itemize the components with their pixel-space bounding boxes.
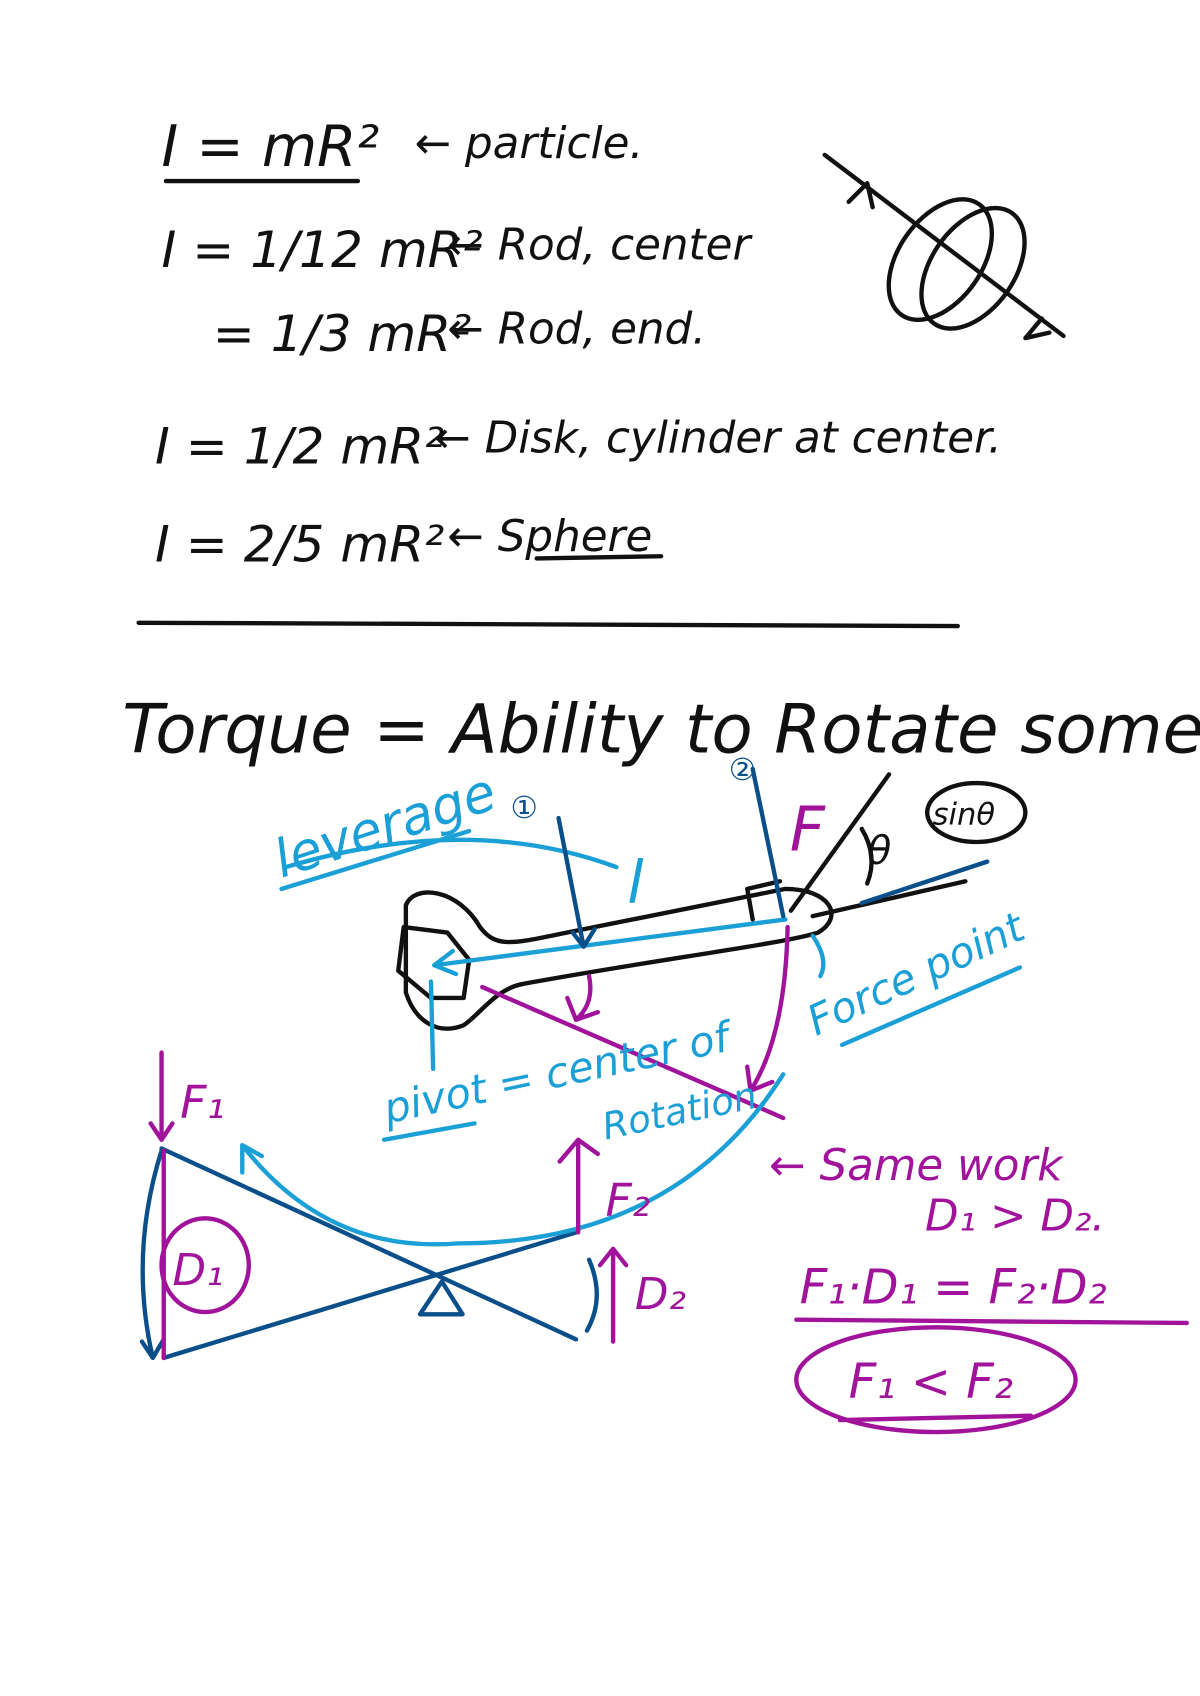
f1-arrow: [148, 1050, 175, 1142]
work-equation: F₁·D₁ = F₂·D₂: [800, 1259, 1107, 1315]
force-point-underline: [839, 965, 1023, 1048]
note-particle: ← particle.: [415, 119, 644, 169]
pivot-pointer: [428, 979, 436, 1072]
leverage-arc: [283, 837, 619, 870]
pivot-underline: [381, 1121, 477, 1142]
length-label: l: [627, 848, 644, 917]
seesaw-diagram: F₁ D₁ F₂ D₂ ← Same work D₁ > D₂. F₁·D₁ =…: [139, 1050, 1189, 1435]
note-rod-center: ← Rod, center: [447, 221, 753, 271]
force-label: F: [790, 795, 826, 866]
result-underline: [837, 1413, 1033, 1423]
bolt-hexagon: [396, 924, 472, 1001]
same-work-label: ← Same work: [769, 1141, 1064, 1191]
swing-arrow: [745, 924, 790, 1093]
rotate-arrow: [565, 973, 600, 1022]
result-label: F₁ < F₂: [849, 1354, 1013, 1410]
f2-label: F₂: [605, 1173, 650, 1227]
force-point-label: Force point: [800, 902, 1033, 1045]
wrench-diagram: sinθ θ leverage l ① ② F Force point pivo…: [267, 753, 1034, 1149]
formula-sphere: I = 2/5 mR²: [155, 515, 444, 574]
d1-label: D₁: [172, 1246, 223, 1296]
f1-label: F₁: [180, 1075, 225, 1129]
d1-circle: [159, 1216, 251, 1315]
arrow-1: [556, 815, 597, 949]
d2-label: D₂: [635, 1270, 686, 1320]
swing-arc: [240, 1072, 786, 1247]
d2-arc-arrow: [584, 1257, 599, 1333]
inertia-section: I = mR² ← particle. I = 1/12 mR² ← Rod, …: [136, 114, 1066, 629]
marker-2: ②: [729, 753, 756, 788]
section-divider: [136, 620, 960, 629]
force-line: [745, 772, 968, 922]
d2-arrow: [597, 1246, 629, 1344]
marker-1: ①: [511, 791, 538, 826]
formula-disk: I = 1/2 mR²: [155, 417, 444, 476]
underline: [534, 554, 664, 561]
fulcrum-triangle-icon: [417, 1279, 465, 1317]
seesaw-beams: [159, 1146, 579, 1361]
formula-rod-center: I = 1/12 mR²: [162, 220, 483, 279]
lever-arm-arrow: [432, 917, 788, 977]
leverage-label: leverage: [267, 762, 504, 891]
note-rod-end: ← Rod, end.: [447, 305, 706, 355]
force-point-pointer: [810, 933, 826, 979]
sin-circle: [925, 780, 1028, 845]
formula-rod-end: = 1/3 mR²: [213, 304, 471, 363]
sin-theta-label: sinθ: [933, 798, 996, 833]
note-sphere: ← Sphere: [447, 512, 652, 562]
arrow-2: [750, 766, 990, 919]
torque-definition: Torque = Ability to Rotate something.: [122, 690, 1200, 769]
d-compare-label: D₁ > D₂.: [925, 1191, 1105, 1241]
result-circle: [794, 1325, 1078, 1435]
theta-label: θ: [867, 829, 891, 874]
f2-arrow: [557, 1137, 600, 1235]
equation-underline: [794, 1317, 1189, 1326]
d1-arc-arrow: [139, 1148, 166, 1361]
angle-arc: [859, 826, 874, 886]
leverage-underline: [279, 828, 472, 892]
cylinder-sketch-icon: [822, 152, 1066, 341]
perpendicular-line: [480, 984, 786, 1121]
formula-particle: I = mR²: [162, 114, 380, 180]
note-disk: ← Disk, cylinder at center.: [434, 414, 1002, 464]
